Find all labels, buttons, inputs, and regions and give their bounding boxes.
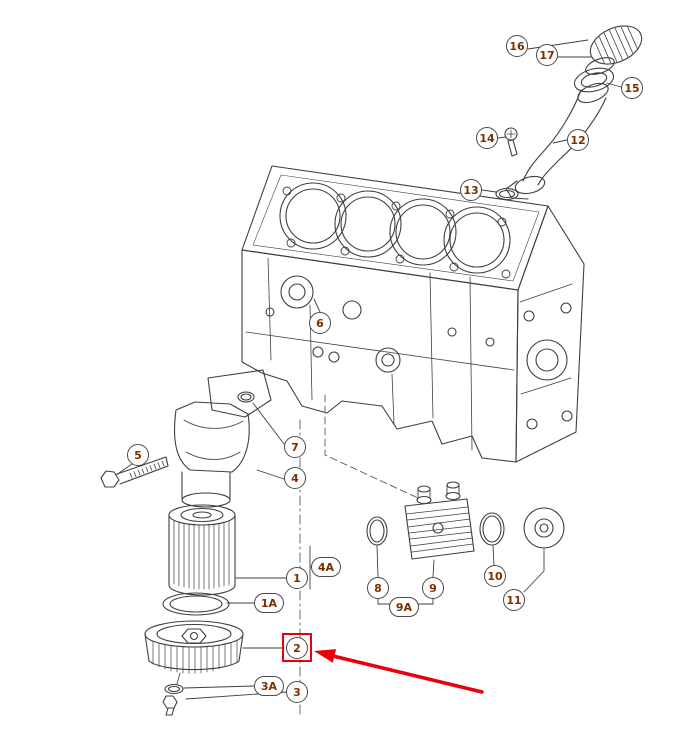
callout-10[interactable]: 10: [484, 565, 506, 587]
callout-9a[interactable]: 9A: [389, 597, 419, 617]
callout-17[interactable]: 17: [536, 44, 558, 66]
callout-16[interactable]: 16: [506, 35, 528, 57]
cooler-oring-left-drawing: [366, 516, 388, 546]
drain-plug-drawing: [162, 672, 184, 716]
highlight-box: [282, 633, 312, 662]
callout-14[interactable]: 14: [476, 127, 498, 149]
callout-5[interactable]: 5: [127, 444, 149, 466]
callout-2[interactable]: 2: [286, 637, 308, 659]
engine-block-drawing: [241, 165, 585, 463]
callout-15[interactable]: 15: [621, 77, 643, 99]
callout-4a[interactable]: 4A: [311, 557, 341, 577]
filler-cap-drawing: [589, 25, 643, 65]
oil-filler-tube-drawing: [495, 25, 643, 201]
callout-13[interactable]: 13: [460, 179, 482, 201]
oil-cooler-drawing: [366, 481, 565, 560]
filler-cap-seal-drawing: [573, 67, 615, 93]
callout-3[interactable]: 3: [286, 681, 308, 703]
callout-3a[interactable]: 3A: [254, 676, 284, 696]
construction-lines: [299, 394, 419, 719]
housing-oring-drawing: [237, 391, 255, 403]
head-bolt-holes: [282, 186, 511, 279]
filter-cartridge-drawing: [168, 504, 236, 596]
oil-filter-assembly-drawing: [100, 369, 272, 716]
filter-housing-drawing: [173, 369, 272, 508]
filler-tube-gasket-drawing: [495, 187, 519, 201]
cylinder-bores: [279, 182, 511, 274]
callout-4[interactable]: 4: [284, 467, 306, 489]
callout-1[interactable]: 1: [286, 567, 308, 589]
housing-bolt-drawing: [100, 456, 169, 488]
cooler-oring-right-drawing: [479, 512, 505, 546]
filler-tube-screw-drawing: [504, 127, 518, 157]
callout-12[interactable]: 12: [567, 129, 589, 151]
filter-cap-drawing: [144, 620, 244, 674]
callout-1a[interactable]: 1A: [254, 593, 284, 613]
callout-11[interactable]: 11: [503, 589, 525, 611]
filter-oring-drawing: [162, 592, 230, 616]
callout-9[interactable]: 9: [422, 577, 444, 599]
highlight-arrow: [314, 649, 484, 694]
cooler-plug-drawing: [523, 507, 565, 549]
cooler-body-drawing: [404, 481, 475, 560]
callout-8[interactable]: 8: [367, 577, 389, 599]
callout-7[interactable]: 7: [284, 436, 306, 458]
callout-6[interactable]: 6: [309, 312, 331, 334]
leader-lines: [115, 39, 622, 700]
